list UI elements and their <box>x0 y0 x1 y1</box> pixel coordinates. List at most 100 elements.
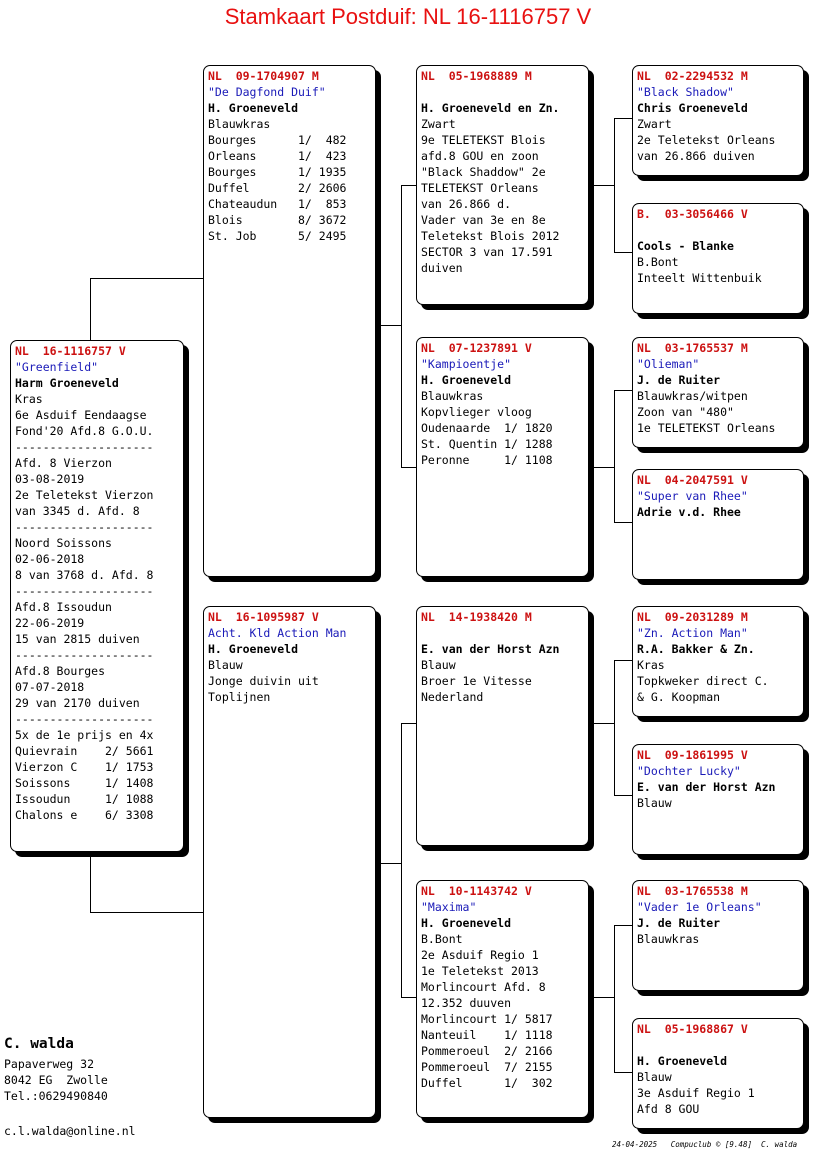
pedigree-info-line: 1e Teletekst 2013 <box>421 964 539 978</box>
connector-line <box>401 185 402 467</box>
connector-line <box>90 856 91 912</box>
pedigree-info-line: 6e Asduif Eendaagse <box>15 408 147 422</box>
ring-number: NL 16-1095987 V <box>208 610 319 624</box>
pedigree-info-line: Noord Soissons <box>15 536 112 550</box>
connector-line <box>614 925 615 1072</box>
footer-credit: 24-04-2025 Compuclub © [9.48] C. walda <box>612 1140 798 1149</box>
pedigree-card-subject: NL 16-1116757 V"Greenfield"Harm Groeneve… <box>10 340 184 852</box>
ring-number: NL 03-1765537 M <box>637 341 748 355</box>
pedigree-info-line: Vierzon C 1/ 1753 <box>15 760 154 774</box>
breeder-name: C. walda <box>4 1036 74 1052</box>
pedigree-info-line: 07-07-2018 <box>15 680 85 694</box>
pedigree-info-line: B.Bont <box>637 255 679 269</box>
pedigree-info-line: 9e TELETEKST Blois <box>421 133 546 147</box>
connector-line <box>590 185 614 186</box>
ring-number: NL 04-2047591 V <box>637 473 748 487</box>
connector-line <box>614 522 632 523</box>
pedigree-info-line: 2e Asduif Regio 1 <box>421 948 539 962</box>
pedigree-info-line: Quievrain 2/ 5661 <box>15 744 154 758</box>
pedigree-info-line: -------------------- <box>15 648 154 662</box>
pedigree-card-father: NL 09-1704907 M"De Dagfond Duif"H. Groen… <box>203 65 376 577</box>
pedigree-info-line: afd.8 GOU en zoon <box>421 149 539 163</box>
breeder-phone: Tel.:0629490840 <box>4 1089 108 1103</box>
pedigree-info-line: Inteelt Wittenbuik <box>637 271 762 285</box>
owner-name: H. Groeneveld <box>208 101 299 115</box>
pedigree-info-line: Afd.8 Bourges <box>15 664 106 678</box>
ring-number: NL 07-1237891 V <box>421 341 532 355</box>
connector-line <box>614 660 615 795</box>
ring-number: B. 03-3056466 V <box>637 207 748 221</box>
pedigree-info-line: Afd 8 GOU <box>637 1102 700 1116</box>
connector-line <box>590 997 614 998</box>
pedigree-card-mmf: NL 03-1765538 M"Vader 1e Orleans"J. de R… <box>632 880 804 991</box>
connector-line <box>614 795 632 796</box>
pedigree-info-line: 2e Teletekst Orleans <box>637 133 776 147</box>
pedigree-info-line: 12.352 duuven <box>421 996 512 1010</box>
connector-line <box>90 912 204 913</box>
owner-name: H. Groeneveld <box>421 373 512 387</box>
pedigree-info-line: Blauwkras <box>208 117 271 131</box>
pedigree-info-line: Blauwkras/witpen <box>637 389 748 403</box>
pedigree-info-line: 02-06-2018 <box>15 552 85 566</box>
owner-name: E. van der Horst Azn <box>421 642 560 656</box>
pedigree-card-father-mother: NL 07-1237891 V"Kampioentje"H. Groenevel… <box>416 337 589 577</box>
ring-number: NL 16-1116757 V <box>15 344 126 358</box>
pedigree-info-line: Blauw <box>421 658 456 672</box>
pedigree-info-line: Issoudun 1/ 1088 <box>15 792 154 806</box>
ring-number: NL 09-1861995 V <box>637 748 748 762</box>
pedigree-info-line: Topkweker direct C. <box>637 674 769 688</box>
pedigree-info-line: Afd.8 Issoudun <box>15 600 112 614</box>
owner-name: R.A. Bakker & Zn. <box>637 642 755 656</box>
connector-line <box>614 390 632 391</box>
owner-name: H. Groeneveld <box>208 642 299 656</box>
pedigree-info-line: Chateaudun 1/ 853 <box>208 197 347 211</box>
pedigree-info-line: Blauw <box>208 658 243 672</box>
pedigree-info-line: Afd. 8 Vierzon <box>15 456 112 470</box>
ring-number: NL 09-1704907 M <box>208 69 319 83</box>
connector-line <box>590 723 614 724</box>
pigeon-name <box>421 84 584 100</box>
connector-line <box>590 467 614 468</box>
pedigree-card-fmm: NL 04-2047591 V"Super van Rhee"Adrie v.d… <box>632 469 804 580</box>
page-title: Stamkaart Postduif: NL 16-1116757 V <box>224 4 592 29</box>
pedigree-card-mff: NL 09-2031289 M"Zn. Action Man"R.A. Bakk… <box>632 606 804 717</box>
ring-number: NL 05-1968867 V <box>637 1022 748 1036</box>
pedigree-info-line: Toplijnen <box>208 690 271 704</box>
connector-line <box>401 723 402 997</box>
pigeon-name: "Zn. Action Man" <box>637 626 748 640</box>
pedigree-info-line: Zwart <box>421 117 456 131</box>
pedigree-info-line: 22-06-2019 <box>15 616 85 630</box>
pigeon-name: Acht. Kld Action Man <box>208 626 347 640</box>
pedigree-info-line: Blois 8/ 3672 <box>208 213 347 227</box>
pedigree-info-line: SECTOR 3 van 17.591 <box>421 245 553 259</box>
pedigree-info-line: -------------------- <box>15 584 154 598</box>
pedigree-info-line: Zoon van "480" <box>637 405 734 419</box>
pedigree-info-line: Orleans 1/ 423 <box>208 149 347 163</box>
pedigree-info-line: Fond'20 Afd.8 G.O.U. <box>15 424 154 438</box>
pigeon-name: "Maxima" <box>421 900 477 914</box>
pedigree-info-line: 15 van 2815 duiven <box>15 632 140 646</box>
pigeon-name: "Vader 1e Orleans" <box>637 900 762 914</box>
connector-line <box>90 278 91 340</box>
pigeon-name <box>637 222 799 238</box>
pedigree-info-line: van 26.866 d. <box>421 197 512 211</box>
pedigree-info-line: Morlincourt Afd. 8 <box>421 980 546 994</box>
pedigree-info-line: "Black Shaddow" 2e <box>421 165 546 179</box>
connector-line <box>377 325 401 326</box>
pedigree-card-father-father: NL 05-1968889 M H. Groeneveld en Zn.Zwar… <box>416 65 589 305</box>
pedigree-info-line: 29 van 2170 duiven <box>15 696 140 710</box>
pedigree-info-line: -------------------- <box>15 440 154 454</box>
ring-number: NL 02-2294532 M <box>637 69 748 83</box>
pigeon-name: "Greenfield" <box>15 360 99 374</box>
pigeon-name: "Super van Rhee" <box>637 489 748 503</box>
connector-line <box>401 997 417 998</box>
pedigree-card-mother: NL 16-1095987 V Acht. Kld Action Man H. Gr… <box>203 606 376 1118</box>
pedigree-info-line: Blauw <box>637 796 672 810</box>
pedigree-info-line: -------------------- <box>15 712 154 726</box>
connector-line <box>614 1072 632 1073</box>
ring-number: NL 10-1143742 V <box>421 884 532 898</box>
